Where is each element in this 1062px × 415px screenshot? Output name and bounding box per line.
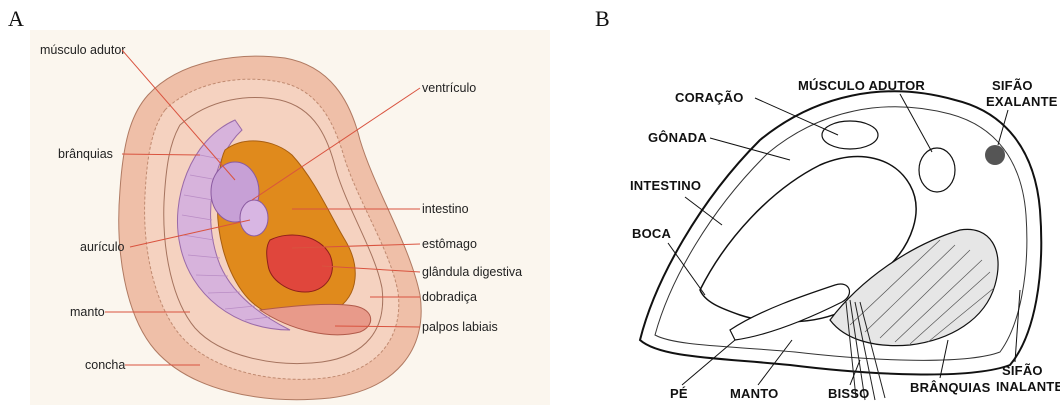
label-a-branquias: brânquias (58, 147, 113, 161)
leader-b-branquias (940, 340, 948, 378)
label-a-glandula-digestiva: glândula digestiva (422, 265, 522, 279)
label-b-intestino: INTESTINO (630, 178, 701, 193)
label-b-pe: PÉ (670, 386, 688, 401)
label-a-palpos-labiais: palpos labiais (422, 320, 498, 334)
leader-b-intestino (685, 197, 722, 225)
figure-a-colored-diagram: músculo adutor brânquias aurículo manto … (30, 30, 550, 405)
adductor-muscle-shape (919, 148, 955, 192)
panel-letter-a: A (8, 6, 24, 32)
label-b-sifao-exalante-2: EXALANTE (986, 94, 1058, 109)
label-a-musculo-adutor: músculo adutor (40, 43, 125, 57)
label-a-auriculo: aurículo (80, 240, 125, 254)
exhalant-siphon-shape (985, 145, 1005, 165)
label-a-concha: concha (85, 358, 125, 372)
label-b-boca: BOCA (632, 226, 671, 241)
label-b-bisso: BISSO (828, 386, 869, 401)
leader-b-musculo-adutor (900, 94, 932, 152)
label-b-manto: MANTO (730, 386, 778, 401)
label-a-intestino: intestino (422, 202, 469, 216)
label-b-sifao-inalante-2: INALANTE (996, 379, 1060, 394)
mussel-anatomy-line-svg: CORAÇÃO MÚSCULO ADUTOR SIFÃO EXALANTE GÔ… (610, 40, 1060, 410)
label-b-sifao-inalante-1: SIFÃO (1002, 363, 1043, 378)
panel-letter-b: B (595, 6, 610, 32)
label-b-sifao-exalante-1: SIFÃO (992, 78, 1033, 93)
figure-b-line-drawing: CORAÇÃO MÚSCULO ADUTOR SIFÃO EXALANTE GÔ… (610, 40, 1060, 410)
label-b-gonada: GÔNADA (648, 130, 707, 145)
label-a-dobradica: dobradiça (422, 290, 477, 304)
label-b-branquias: BRÂNQUIAS (910, 380, 991, 395)
auricle (240, 200, 268, 236)
label-a-ventriculo: ventrículo (422, 81, 476, 95)
label-a-manto: manto (70, 305, 105, 319)
label-b-coracao: CORAÇÃO (675, 90, 744, 105)
heart-shape (822, 121, 878, 149)
label-a-estomago: estômago (422, 237, 477, 251)
clam-anatomy-colored-svg: músculo adutor brânquias aurículo manto … (30, 30, 550, 405)
leader-b-gonada (710, 138, 790, 160)
leader-b-boca (668, 243, 705, 295)
label-b-musculo-adutor: MÚSCULO ADUTOR (798, 78, 925, 93)
leader-b-pe (682, 340, 735, 385)
